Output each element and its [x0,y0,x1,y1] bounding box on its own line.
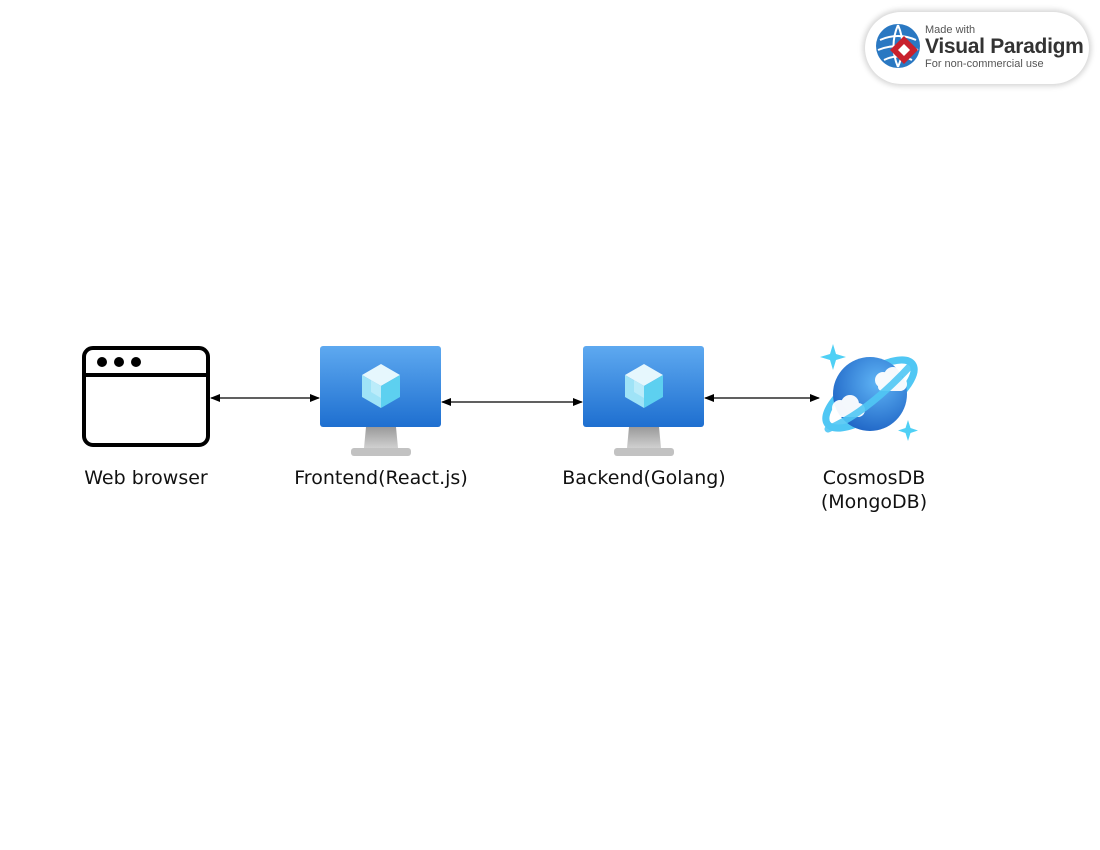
sparkle-icon [898,420,918,441]
label-cosmosdb-line1: CosmosDB [822,467,926,489]
azure-vm-icon [583,346,704,456]
node-cosmosdb [818,342,922,446]
azure-vm-icon [320,346,441,456]
label-backend: Backend(Golang) [562,467,726,489]
node-frontend [320,346,442,458]
watermark-brand: Visual Paradigm [925,35,1084,58]
node-backend [583,346,705,458]
node-web-browser [82,346,210,448]
visual-paradigm-watermark: Made with Visual Paradigm For non-commer… [865,12,1089,84]
visual-paradigm-logo-icon [876,24,920,68]
browser-window-icon [82,346,210,447]
label-cosmosdb-line2: (MongoDB) [820,491,928,513]
label-web-browser: Web browser [84,467,208,489]
label-frontend: Frontend(React.js) [294,467,468,489]
cosmos-db-icon [820,344,918,441]
watermark-made-with: Made with [925,24,976,36]
sparkle-icon [820,344,846,370]
watermark-usage: For non-commercial use [925,58,1044,70]
